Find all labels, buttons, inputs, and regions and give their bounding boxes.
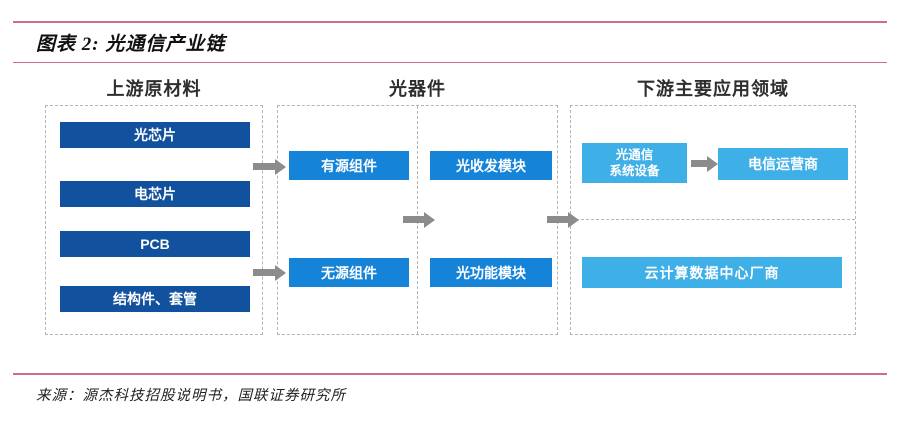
title-divider	[13, 62, 887, 63]
equipment-label-line2: 系统设备	[609, 164, 660, 178]
top-divider	[13, 21, 887, 23]
arrow-right-icon	[253, 269, 275, 276]
arrow-right-icon	[403, 216, 424, 223]
downstream-header: 下游主要应用领域	[637, 79, 789, 99]
node-optical-transceiver-module: 光收发模块	[430, 151, 552, 180]
node-telecom-operators: 电信运营商	[718, 148, 848, 180]
upstream-group-box	[45, 105, 263, 335]
node-structural-parts: 结构件、套管	[60, 286, 250, 312]
upstream-header: 上游原材料	[106, 79, 202, 99]
arrow-right-icon	[253, 163, 275, 170]
node-pcb: PCB	[60, 231, 250, 257]
downstream-group-box	[570, 105, 856, 335]
node-electrical-chip: 电芯片	[60, 181, 250, 207]
equipment-label-line1: 光通信	[615, 147, 654, 162]
node-active-components: 有源组件	[289, 151, 409, 180]
node-passive-components: 无源组件	[289, 258, 409, 287]
bottom-divider	[13, 373, 887, 375]
figure-title: 图表 2: 光通信产业链	[36, 34, 226, 55]
downstream-dashed-divider	[571, 219, 855, 220]
node-optical-comm-system-equipment: 光通信 系统设备	[582, 143, 687, 183]
node-cloud-datacenter-vendors: 云计算数据中心厂商	[582, 257, 842, 288]
node-optical-function-module: 光功能模块	[430, 258, 552, 287]
source-note: 来源：源杰科技招股说明书，国联证券研究所	[36, 388, 346, 404]
midstream-header: 光器件	[389, 79, 446, 99]
arrow-right-icon	[547, 216, 568, 223]
arrow-right-icon	[691, 160, 707, 167]
node-optical-chip: 光芯片	[60, 122, 250, 148]
